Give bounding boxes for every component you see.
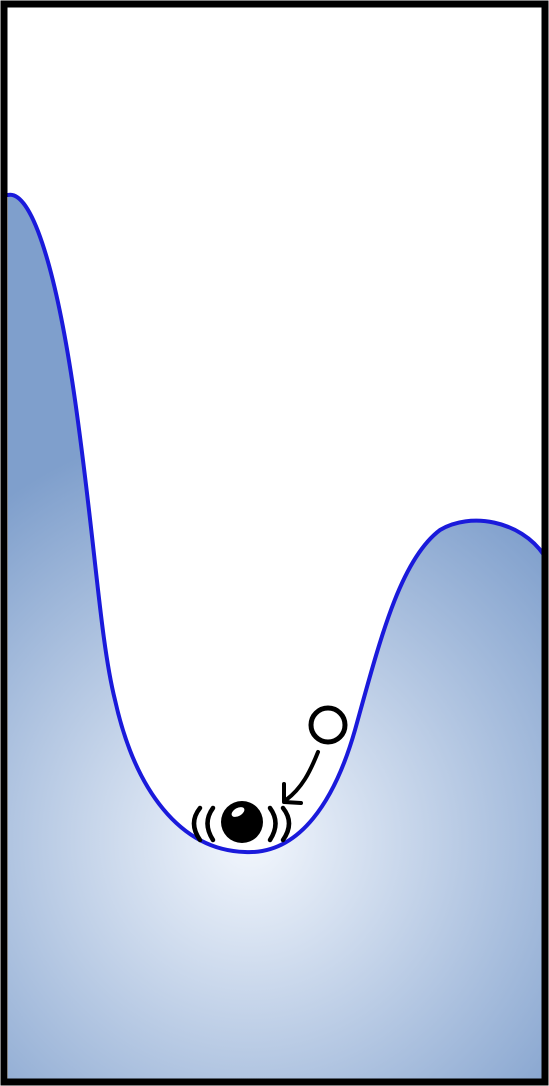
hollow-ball — [311, 708, 345, 742]
